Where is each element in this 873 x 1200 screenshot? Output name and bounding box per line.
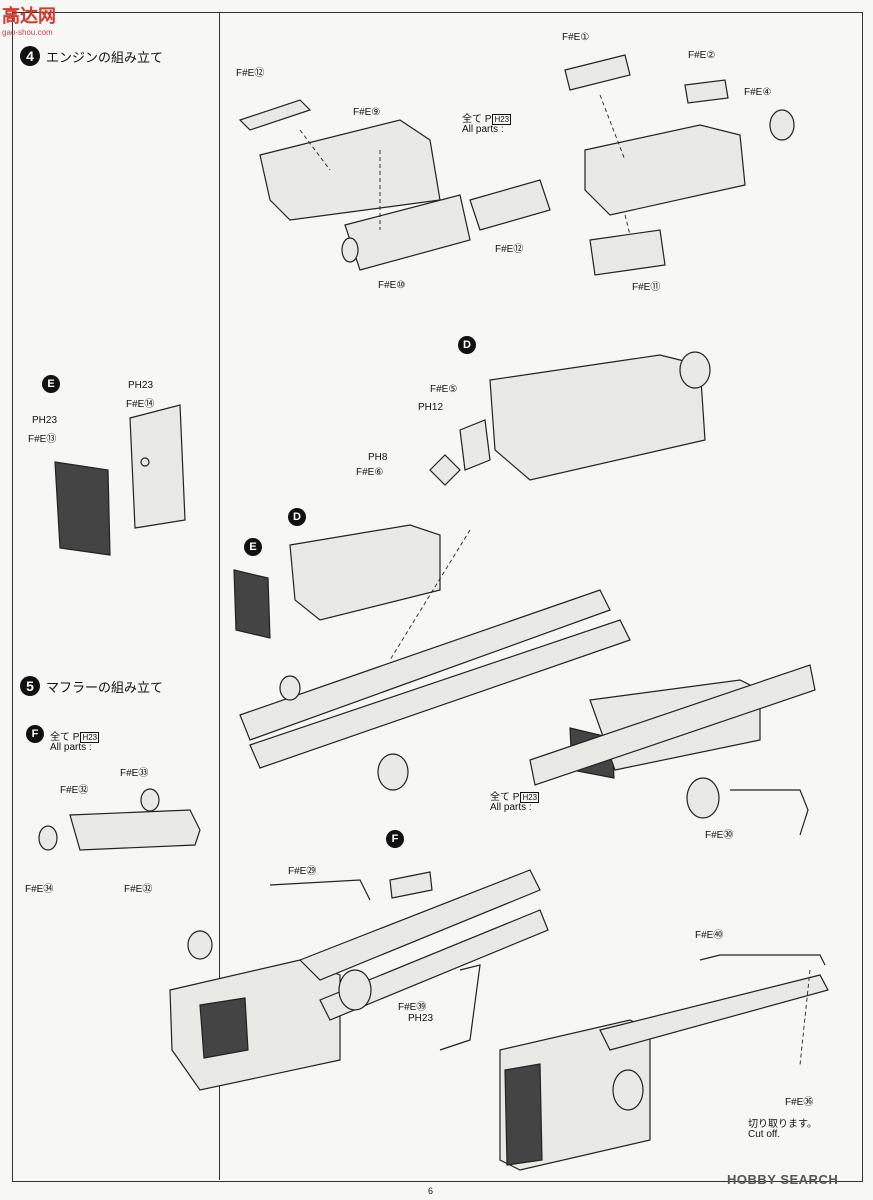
part-label-ph23-e1: PH23 bbox=[128, 380, 154, 391]
page-number: 6 bbox=[428, 1186, 434, 1196]
part-label-fe29: F#E㉙ bbox=[288, 866, 317, 877]
column-divider bbox=[219, 12, 220, 1180]
part-label-fe9: F#E⑨ bbox=[353, 107, 381, 118]
part-label-fe36: F#E㊱ bbox=[785, 1097, 814, 1108]
badge-d-1: D bbox=[458, 336, 476, 354]
upper-bracket-drawing bbox=[238, 99, 551, 271]
watermark-main: 高达网 bbox=[2, 6, 56, 26]
part-label-ph8: PH8 bbox=[368, 452, 388, 463]
step-5-number: 5 bbox=[20, 676, 40, 696]
part-label-fe40: F#E㊵ bbox=[695, 930, 724, 941]
all-parts-en-f: All parts : bbox=[50, 742, 92, 753]
badge-e-2: E bbox=[244, 538, 262, 556]
cut-off-en: Cut off. bbox=[748, 1129, 781, 1140]
part-label-fe32-top: F#E㉜ bbox=[60, 785, 89, 796]
part-label-fe5: F#E⑤ bbox=[430, 384, 458, 395]
part-label-ph12: PH12 bbox=[418, 402, 444, 413]
part-label-fe2: F#E② bbox=[688, 50, 716, 61]
all-parts-en-2: All parts : bbox=[490, 802, 532, 813]
badge-e-1: E bbox=[42, 375, 60, 393]
badge-f-2: F bbox=[386, 830, 404, 848]
part-label-fe11: F#E⑪ bbox=[632, 282, 661, 293]
part-label-fe1: F#E① bbox=[562, 32, 590, 43]
badge-f-1: F bbox=[26, 725, 44, 743]
watermark-sub: gao-shou.com bbox=[2, 28, 53, 37]
chassis-assembly-drawing-2 bbox=[529, 664, 816, 836]
part-label-fe6: F#E⑥ bbox=[356, 467, 384, 478]
part-label-fe13: F#E⑬ bbox=[28, 434, 57, 445]
part-label-fe4: F#E④ bbox=[744, 87, 772, 98]
part-label-fe12-bottom: F#E⑫ bbox=[495, 244, 524, 255]
part-label-fe10: F#E⑩ bbox=[378, 280, 406, 291]
cut-off-jp: 切り取ります。 bbox=[748, 1119, 817, 1130]
all-parts-en-1: All parts : bbox=[462, 124, 504, 135]
muffler-drawing-f bbox=[38, 788, 201, 851]
part-label-fe32-bottom: F#E㉜ bbox=[124, 884, 153, 895]
part-label-ph23-e2: PH23 bbox=[32, 415, 58, 426]
chassis-assembly-drawing-1 bbox=[233, 524, 631, 791]
step-4-heading: 4 エンジンの組み立て bbox=[20, 46, 163, 66]
part-label-fe39: F#E㊴ bbox=[398, 1002, 427, 1013]
step-4-number: 4 bbox=[20, 46, 40, 66]
engine-block-drawing-d bbox=[429, 351, 711, 486]
page-frame bbox=[12, 12, 863, 1182]
hobby-search-logo: HOBBY SEARCH bbox=[727, 1172, 839, 1187]
chassis-assembly-drawing-3 bbox=[169, 869, 549, 1091]
part-label-fe14: F#E⑭ bbox=[126, 399, 155, 410]
radiator-drawing-e bbox=[54, 404, 186, 556]
badge-d-2: D bbox=[288, 508, 306, 526]
part-label-fe34: F#E㉞ bbox=[25, 884, 54, 895]
part-label-fe33: F#E㉝ bbox=[120, 768, 149, 779]
watermark-logo: 高达网 gao-shou.com bbox=[2, 2, 56, 37]
part-label-ph23-c: PH23 bbox=[408, 1013, 434, 1024]
part-label-fe30: F#E㉚ bbox=[705, 830, 734, 841]
step-4-title: エンジンの組み立て bbox=[46, 49, 164, 65]
part-label-fe12-top: F#E⑫ bbox=[236, 68, 265, 79]
chassis-assembly-drawing-4 bbox=[499, 954, 829, 1171]
step-5-heading: 5 マフラーの組み立て bbox=[20, 676, 163, 696]
engine-block-drawing-1 bbox=[564, 54, 795, 276]
step-5-title: マフラーの組み立て bbox=[46, 679, 164, 695]
